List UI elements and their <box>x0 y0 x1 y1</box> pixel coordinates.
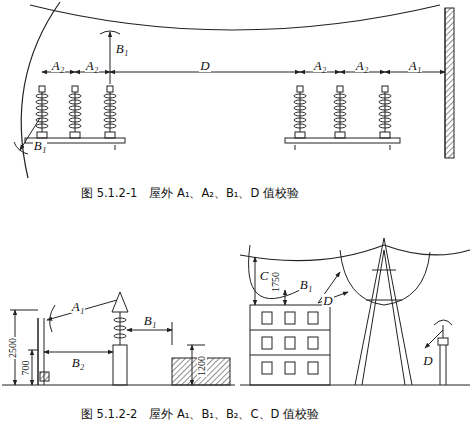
dimension-label: B₁ <box>115 42 129 55</box>
dimension-label: A₁ <box>408 59 422 72</box>
dimension-value: 1200 <box>197 355 207 377</box>
dimension-label: B₁ <box>33 139 47 152</box>
dimension-label: B₂ <box>71 356 85 369</box>
dimension-label: A₂ <box>51 59 65 72</box>
dimension-label: B₁ <box>143 314 157 327</box>
dimension-value: 1750 <box>271 271 281 293</box>
dimension-label: C <box>259 269 270 282</box>
dimension-label: A₂ <box>355 59 369 72</box>
figure-caption: 图 5.1.2-1 屋外 A₁、A₂、B₁、D 值校验 <box>80 188 300 200</box>
dimension-label: D <box>422 354 433 367</box>
dimension-label: B₁ <box>299 278 313 291</box>
dimension-label: A₂ <box>85 59 99 72</box>
dimension-label: A₂ <box>313 59 327 72</box>
dimension-label: A₁ <box>71 300 85 313</box>
dimension-label: D <box>322 294 333 307</box>
figure-caption: 图 5.1.2-2 屋外 A₁、B₁、B₂、C、D 值校验 <box>80 409 320 421</box>
dimension-label: D <box>199 59 210 72</box>
dimension-value: 2500 <box>8 337 18 359</box>
dimension-value: 700 <box>20 360 30 377</box>
